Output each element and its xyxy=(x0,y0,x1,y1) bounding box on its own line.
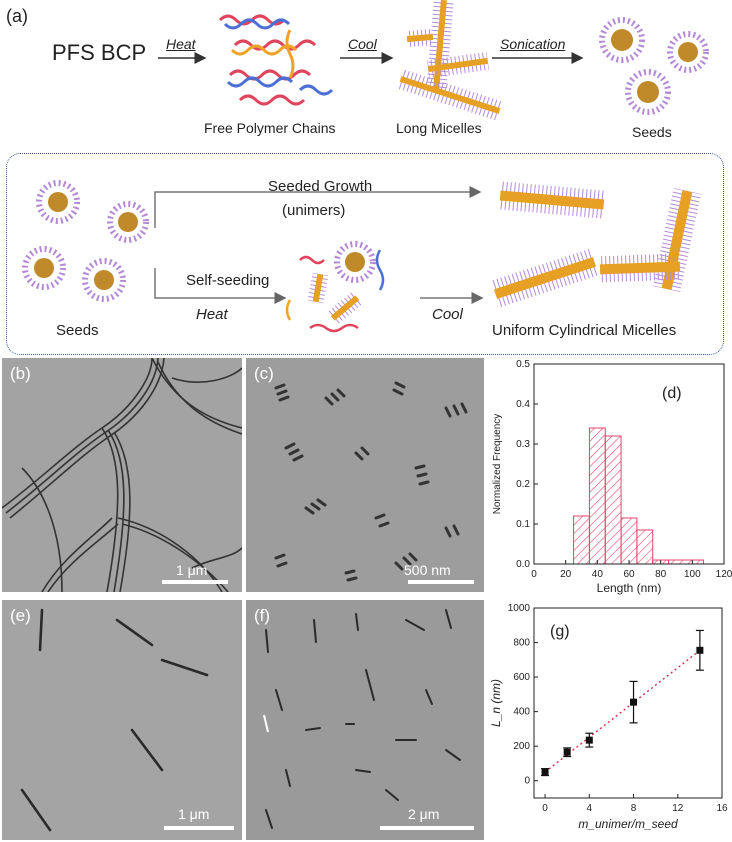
cool-label: Cool xyxy=(348,36,377,52)
scale-text-e: 1 μm xyxy=(178,806,210,822)
seeded-growth-label: Seeded Growth xyxy=(268,178,373,195)
sonication-label: Sonication xyxy=(500,36,566,52)
x-tick-label: 20 xyxy=(560,569,572,580)
panel-b-label: (b) xyxy=(10,364,31,383)
y-tick-label: 0.2 xyxy=(516,479,530,490)
y-tick-label: 200 xyxy=(513,741,530,752)
histogram-bar xyxy=(620,517,638,565)
scalebar-b xyxy=(162,580,228,584)
histogram-bar xyxy=(573,515,590,565)
panel-d-label: (d) xyxy=(662,385,682,402)
data-point xyxy=(541,768,549,776)
panel-a-label: (a) xyxy=(6,6,28,26)
y-axis-label: L_n (nm) xyxy=(489,679,503,727)
data-point xyxy=(630,698,638,706)
y-tick-label: 400 xyxy=(513,707,530,718)
scale-text-b: 1 μm xyxy=(176,562,208,578)
histogram-chart-d: 0 20 40 60 80 100 120 0.0 0.1 0.2 0.3 0.4 0.5Length … xyxy=(492,359,732,595)
tem-image-c: (c) 500 nm xyxy=(246,358,484,592)
caption-free-polymer: Free Polymer Chains xyxy=(204,120,336,136)
unimers-label: (unimers) xyxy=(282,202,346,219)
y-tick-label: 0.4 xyxy=(516,399,530,410)
panel-e-label: (e) xyxy=(10,606,31,625)
tem-e-micelles xyxy=(20,608,209,832)
x-tick-label: 40 xyxy=(592,569,604,580)
y-axis-label: Normalized Frequency xyxy=(492,414,503,515)
seeds-label: Seeds xyxy=(56,322,99,339)
scheme-top-graphics xyxy=(158,0,709,121)
x-tick-label: 8 xyxy=(631,803,637,814)
x-tick-label: 120 xyxy=(716,569,732,580)
uniform-micelles-label: Uniform Cylindrical Micelles xyxy=(492,322,677,339)
x-tick-label: 80 xyxy=(655,569,667,580)
seeded-growth-arrow xyxy=(154,186,482,228)
y-tick-label: 0.5 xyxy=(516,359,530,370)
tem-image-b: (b) 1 μm xyxy=(2,358,242,592)
x-tick-label: 0 xyxy=(542,803,548,814)
cool-label-2: Cool xyxy=(432,306,463,323)
tem-image-e: (e) 1 μm xyxy=(2,600,242,840)
scale-text-c: 500 nm xyxy=(404,562,451,578)
scalebar-e xyxy=(164,826,234,830)
histogram-bar xyxy=(588,427,606,565)
self-seeding-arrow xyxy=(154,268,287,304)
scale-text-f: 2 μm xyxy=(408,806,440,822)
y-tick-label: 800 xyxy=(513,638,530,649)
histogram-bar xyxy=(668,559,704,565)
data-point xyxy=(696,646,704,654)
histogram-bar xyxy=(636,529,654,565)
x-axis-label: Length (nm) xyxy=(597,581,662,595)
scheme-box xyxy=(6,153,724,355)
pfs-bcp-label: PFS BCP xyxy=(52,40,147,65)
x-tick-label: 4 xyxy=(587,803,593,814)
scatter-chart-g: 0 4 8 12 16 0 200 400 600 800 1000 m_unimer/m_seed L… xyxy=(489,603,728,831)
free-polymer-chains xyxy=(218,14,334,106)
self-seeding-mixture xyxy=(285,249,385,333)
y-tick-label: 0.1 xyxy=(516,519,530,530)
plot-frame xyxy=(533,607,723,799)
y-tick-label: 0.0 xyxy=(516,559,530,570)
tem-c-seeds xyxy=(274,381,468,582)
x-axis-label: m_unimer/m_seed xyxy=(578,817,678,831)
x-tick-label: 16 xyxy=(716,803,728,814)
x-tick-label: 100 xyxy=(684,569,701,580)
scalebar-f xyxy=(380,826,474,830)
caption-seeds: Seeds xyxy=(632,124,672,140)
seeds-cluster xyxy=(22,180,149,302)
heat-label: Heat xyxy=(166,36,196,52)
scheme-box-graphics xyxy=(22,180,702,333)
caption-long-micelles: Long Micelles xyxy=(396,120,482,136)
panel-c-label: (c) xyxy=(254,364,274,383)
long-micelles xyxy=(397,0,503,121)
y-tick-label: 0.3 xyxy=(516,439,530,450)
data-point xyxy=(585,736,593,744)
panel-f-label: (f) xyxy=(254,606,271,625)
x-tick-label: 0 xyxy=(531,569,537,580)
tem-b-fibers xyxy=(2,358,242,592)
histogram-bar xyxy=(604,435,622,565)
uniform-micelles xyxy=(491,181,702,308)
x-tick-label: 12 xyxy=(672,803,684,814)
x-tick-label: 60 xyxy=(623,569,635,580)
seeds-top xyxy=(599,17,709,115)
heat-label-2: Heat xyxy=(196,306,228,323)
tem-image-f: (f) 2 μm xyxy=(246,600,484,840)
tem-f-micelles xyxy=(263,609,461,829)
panel-g-label: (g) xyxy=(550,623,570,640)
y-tick-label: 0 xyxy=(524,776,530,787)
self-seeding-label: Self-seeding xyxy=(186,272,270,289)
y-tick-label: 1000 xyxy=(508,603,531,614)
y-tick-label: 600 xyxy=(513,672,530,683)
scalebar-c xyxy=(408,580,474,584)
data-point xyxy=(563,748,571,756)
